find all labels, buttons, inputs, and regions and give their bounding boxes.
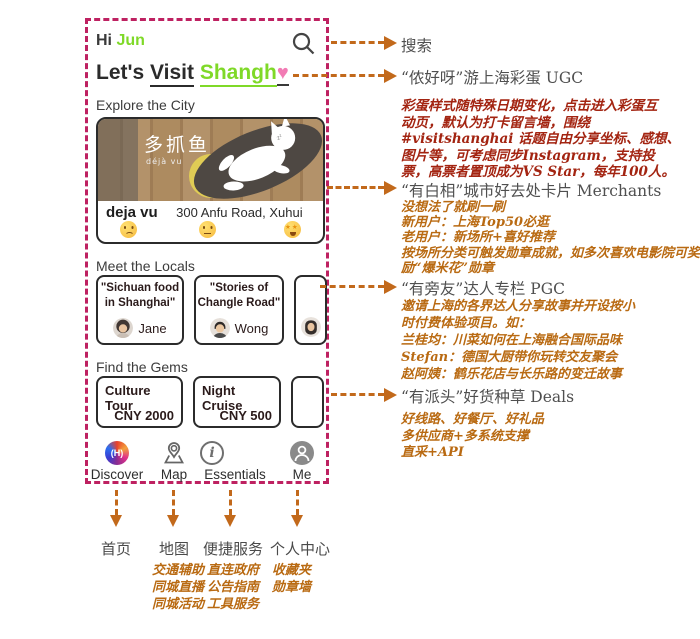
- greeting: Hi Jun: [96, 32, 145, 50]
- annotation-arrowhead: [384, 388, 397, 402]
- annotation-arrowhead: [110, 515, 122, 527]
- venue-name: deja vu: [106, 204, 158, 221]
- phone-mockup: Hi Jun Let's Visit Shangh♥ Explore the C…: [85, 18, 329, 484]
- svg-text:多抓鱼: 多抓鱼: [144, 134, 210, 156]
- title-visit: Visit: [150, 61, 194, 87]
- annotation-arrow: [172, 490, 175, 515]
- title-city: Shangh: [199, 61, 277, 87]
- tab-map[interactable]: Map: [139, 441, 209, 482]
- neutral-face-icon[interactable]: [199, 221, 216, 238]
- gem-card-night-cruise[interactable]: Night Cruise CNY 500: [193, 376, 281, 428]
- svg-text:z²: z²: [276, 133, 284, 142]
- locals-heading: Meet the Locals: [96, 258, 195, 274]
- jane-avatar: [113, 318, 134, 338]
- gem-name: Night Cruise: [202, 383, 243, 413]
- local-card-wong[interactable]: "Stories of Changle Road" Wong: [194, 275, 284, 345]
- annotation-home-title: 首页: [101, 540, 132, 558]
- venue-card-dejavu[interactable]: z² 多抓鱼 déjà vu deja vu 300 Anfu Road, Xu…: [96, 117, 325, 244]
- tab-label: Me: [292, 467, 312, 482]
- annotation-arrowhead: [224, 515, 236, 527]
- local-avatar: [300, 317, 321, 337]
- annotation-me-title: 个人中心: [270, 540, 331, 558]
- annotation-arrow: [296, 490, 299, 515]
- local-quote: "Sichuan food in Shanghai": [100, 282, 180, 309]
- frowning-face-icon[interactable]: [120, 221, 137, 238]
- gem-card-culture-tour[interactable]: Culture Tour CNY 2000: [96, 376, 183, 428]
- venue-info: deja vu 300 Anfu Road, Xuhui: [98, 201, 323, 222]
- tab-label: Discover: [90, 467, 144, 482]
- greeting-hi: Hi: [96, 32, 112, 49]
- tab-label: Map: [160, 467, 188, 482]
- explore-heading: Explore the City: [96, 97, 195, 113]
- annotation-map-items: 交通辅助 同城直播 同城活动: [152, 563, 205, 612]
- wong-avatar: [209, 318, 230, 338]
- local-card-more[interactable]: [294, 275, 327, 345]
- page-title[interactable]: Let's Visit Shangh♥: [96, 61, 289, 87]
- annotation-pgc-note: 邀请上海的各界达人分享故事并开设按小 时付费体验项目。如： 兰桂均：川菜如何在上…: [401, 299, 636, 382]
- local-quote: "Stories of Changle Road": [197, 282, 281, 309]
- annotation-deals-title: “有派头”好货种草 Deals: [401, 388, 575, 406]
- info-icon: i: [200, 441, 224, 465]
- tab-me[interactable]: Me: [267, 441, 337, 482]
- title-lets: Let's: [96, 61, 145, 84]
- local-author: Wong: [234, 320, 269, 336]
- gem-price: CNY 500: [219, 408, 272, 423]
- gem-name: Culture Tour: [105, 383, 151, 413]
- annotation-arrowhead: [384, 69, 397, 83]
- svg-text:déjà vu: déjà vu: [146, 156, 182, 166]
- gems-heading: Find the Gems: [96, 359, 188, 375]
- annotation-arrow: [331, 41, 384, 44]
- tab-label: Essentials: [204, 467, 266, 482]
- map-pin-icon: [164, 442, 184, 464]
- annotation-arrowhead: [384, 280, 397, 294]
- annotation-map-title: 地图: [159, 540, 190, 558]
- star-struck-face-icon[interactable]: ★★: [284, 221, 301, 238]
- annotation-me-items: 收藏夹 勋章墙: [272, 563, 312, 595]
- gem-card-more[interactable]: [291, 376, 324, 428]
- annotation-search: 搜索: [401, 37, 433, 55]
- annotation-arrowhead: [167, 515, 179, 527]
- annotation-arrowhead: [384, 181, 397, 195]
- annotation-arrow: [320, 285, 384, 288]
- local-author: Jane: [138, 320, 167, 336]
- annotation-arrowhead: [384, 36, 397, 50]
- annotation-arrow: [327, 186, 384, 189]
- annotation-pgc-title: “有旁友”达人专栏 PGC: [401, 280, 565, 298]
- annotation-arrow: [331, 393, 384, 396]
- annotation-arrowhead: [291, 515, 303, 527]
- venue-photo: z² 多抓鱼 déjà vu: [98, 119, 323, 201]
- annotation-deals-note: 好线路、好餐厅、好礼品 多供应商+多系统支撑 直采+API: [401, 412, 545, 460]
- annotation-ugc-note: 彩蛋样式随特殊日期变化，点击进入彩蛋互 动页，默认为打卡留言墙，围绕 #visi…: [401, 98, 681, 180]
- venue-address: 300 Anfu Road, Xuhui: [176, 205, 303, 220]
- discover-icon: (H): [105, 441, 129, 465]
- annotation-ugc-title: “侬好呀”游上海彩蛋 UGC: [401, 69, 584, 87]
- heart-icon: ♥: [276, 62, 289, 86]
- annotation-arrow: [115, 490, 118, 515]
- person-icon: [290, 441, 314, 465]
- local-card-jane[interactable]: "Sichuan food in Shanghai" Jane: [96, 275, 184, 345]
- search-icon[interactable]: [291, 31, 317, 57]
- user-name: Jun: [116, 32, 145, 49]
- gem-price: CNY 2000: [114, 408, 174, 423]
- annotation-services-title: 便捷服务: [203, 540, 264, 558]
- tab-essentials[interactable]: i Essentials: [200, 441, 270, 482]
- annotation-arrow: [293, 74, 384, 77]
- annotation-merchants-title: “有白相”城市好去处卡片 Merchants: [401, 182, 662, 200]
- annotation-services-items: 直连政府 公告指南 工具服务: [207, 563, 260, 612]
- tab-discover[interactable]: (H) Discover: [82, 441, 152, 482]
- annotation-merchants-note: 没想法了就刷一刷 新用户：上海Top50必逛 老用户：新场所+喜好推荐 按场所分…: [401, 200, 700, 276]
- annotation-arrow: [229, 490, 232, 515]
